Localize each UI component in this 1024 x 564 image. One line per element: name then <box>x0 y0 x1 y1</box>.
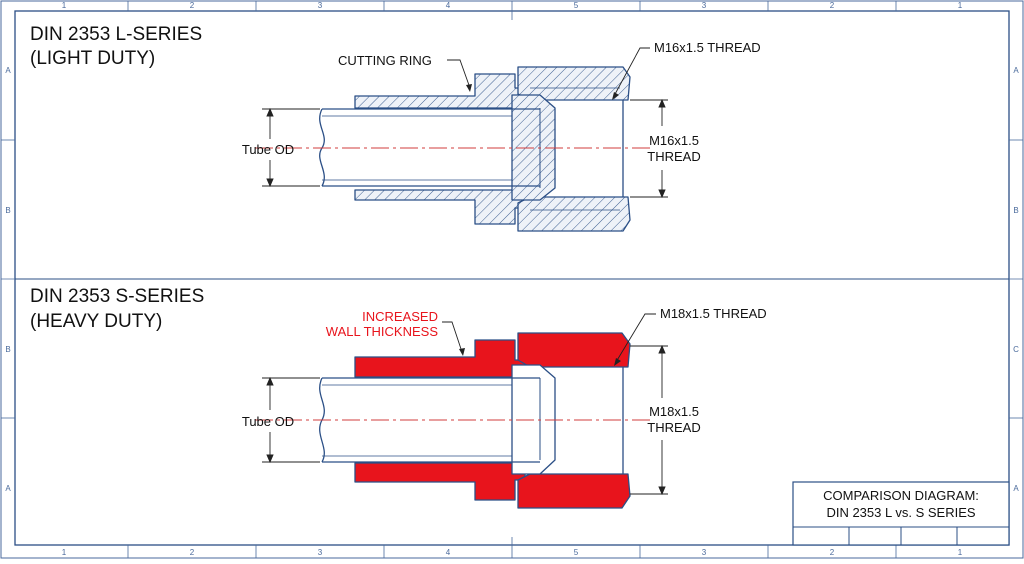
cutting-ring-callout: CUTTING RING <box>338 53 432 68</box>
thread-dim-label: M18x1.5 <box>649 404 699 419</box>
thread-dim-label: THREAD <box>647 149 700 164</box>
l-series-subtitle: (LIGHT DUTY) <box>30 48 155 69</box>
l-series-section: DIN 2353 L-SERIES (LIGHT DUTY) <box>30 24 761 232</box>
grid-row-label: B <box>5 345 10 354</box>
s-series-subtitle: (HEAVY DUTY) <box>30 311 162 332</box>
grid-col-label: 1 <box>62 1 67 10</box>
grid-row-label: B <box>1013 206 1018 215</box>
grid-row-label: A <box>1013 484 1019 493</box>
wall-thickness-callout: WALL THICKNESS <box>326 324 439 339</box>
grid-col-label: 3 <box>702 1 707 10</box>
title-block: COMPARISON DIAGRAM: DIN 2353 L vs. S SER… <box>792 481 1010 546</box>
leader-line <box>447 59 471 89</box>
leader-line <box>442 321 463 353</box>
grid-col-label: 5 <box>574 548 579 557</box>
tube-od-dimension <box>262 376 320 464</box>
grid-col-label: 5 <box>574 1 579 10</box>
thread-dimension <box>630 344 668 496</box>
grid-col-label: 3 <box>318 1 323 10</box>
tube-od-label: Tube OD <box>242 142 294 157</box>
grid-col-label: 2 <box>190 1 195 10</box>
tube-od-dimension <box>262 107 320 188</box>
leader-line <box>613 47 650 97</box>
grid-col-label: 1 <box>958 548 963 557</box>
grid-col-label: 3 <box>702 548 707 557</box>
grid-row-label: C <box>1013 345 1019 354</box>
s-series-title: DIN 2353 S-SERIES <box>30 286 204 307</box>
thread-dim-label: THREAD <box>647 420 700 435</box>
l-series-title: DIN 2353 L-SERIES <box>30 24 202 45</box>
l-series-fitting <box>319 66 631 232</box>
grid-row-label: A <box>1013 66 1019 75</box>
grid-col-label: 2 <box>830 548 835 557</box>
s-series-section: DIN 2353 S-SERIES (HEAVY DUTY) <box>30 286 767 509</box>
tube-od-label: Tube OD <box>242 414 294 429</box>
grid-col-label: 3 <box>318 548 323 557</box>
grid-row-label: A <box>5 66 11 75</box>
thread-dim-label: M16x1.5 <box>649 133 699 148</box>
leader-line <box>615 313 656 363</box>
thread-callout: M16x1.5 THREAD <box>654 40 761 55</box>
grid-col-label: 4 <box>446 1 451 10</box>
s-series-fitting <box>319 332 631 509</box>
grid-col-label: 1 <box>62 548 67 557</box>
wall-thickness-callout: INCREASED <box>362 309 438 324</box>
thread-callout: M18x1.5 THREAD <box>660 306 767 321</box>
title-block-line1: COMPARISON DIAGRAM: <box>823 488 979 503</box>
title-block-line2: DIN 2353 L vs. S SERIES <box>826 505 975 520</box>
grid-col-label: 1 <box>958 1 963 10</box>
grid-col-label: 4 <box>446 548 451 557</box>
thread-dimension <box>630 98 668 199</box>
grid-row-label: B <box>5 206 10 215</box>
grid-col-label: 2 <box>830 1 835 10</box>
grid-row-label: A <box>5 484 11 493</box>
grid-col-label: 2 <box>190 548 195 557</box>
